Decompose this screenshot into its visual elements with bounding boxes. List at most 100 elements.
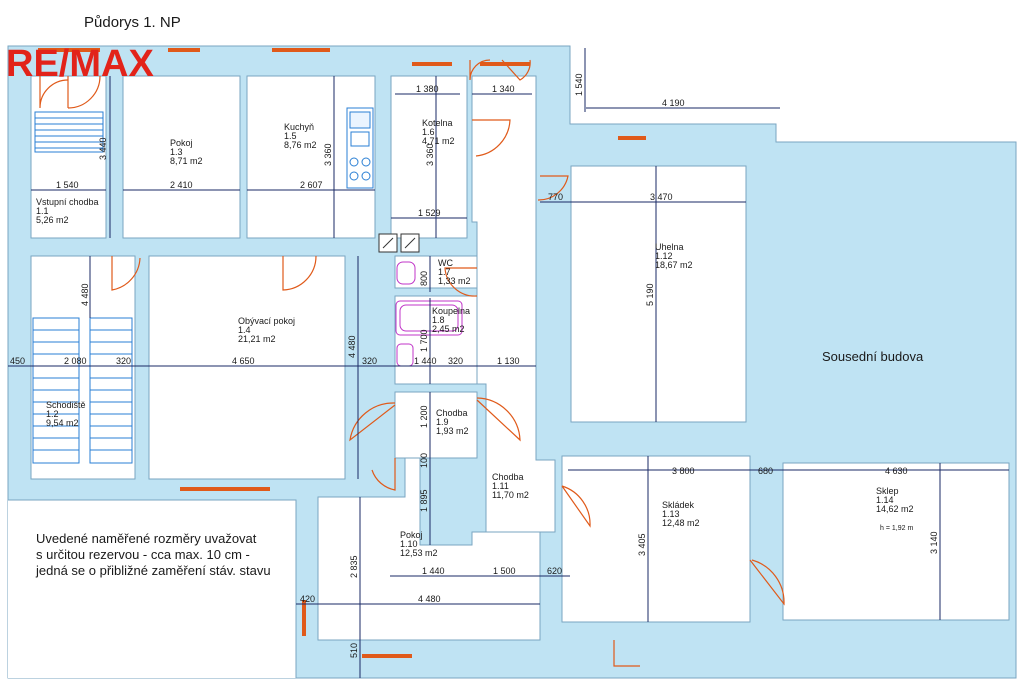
svg-text:1.1: 1.1: [36, 206, 49, 216]
svg-text:s určitou rezervou - cca max.: s určitou rezervou - cca max. 10 cm -: [36, 547, 250, 562]
room-label-1-1: Vstupní chodba 1.1 5,26 m2: [36, 197, 99, 225]
dim-label: 680: [758, 466, 773, 476]
dim-label: 770: [548, 192, 563, 202]
room-1-10-interior: [317, 457, 541, 641]
svg-text:Kuchyň: Kuchyň: [284, 122, 314, 132]
dim-label: 1 540: [574, 73, 584, 96]
svg-text:1.4: 1.4: [238, 325, 251, 335]
dim-label: 3 800: [672, 466, 695, 476]
dimension-lines: [8, 48, 1009, 678]
svg-text:Pokoj: Pokoj: [400, 530, 423, 540]
dim-label: 4 650: [232, 356, 255, 366]
room-label-1-6: Kotelna 1.6 4,71 m2: [422, 118, 455, 146]
svg-text:Sklep: Sklep: [876, 486, 899, 496]
svg-text:Obývací pokoj: Obývací pokoj: [238, 316, 295, 326]
dim-label: 4 480: [347, 335, 357, 358]
remax-logo: RE/MAX: [6, 43, 154, 85]
room-1-13-interior: [561, 455, 751, 623]
dim-label: 5 190: [645, 283, 655, 306]
dim-label: 4 480: [80, 283, 90, 306]
svg-text:1.2: 1.2: [46, 409, 59, 419]
plan-title: Půdorys 1. NP: [84, 14, 181, 31]
dimension-labels: 1 380 1 340 1 540 4 190 3 440 1 540 2 41…: [10, 73, 939, 658]
dim-label: 1 700: [419, 329, 429, 352]
svg-text:1.7: 1.7: [438, 267, 451, 277]
svg-text:11,70 m2: 11,70 m2: [492, 490, 529, 500]
svg-text:5,26 m2: 5,26 m2: [36, 215, 69, 225]
room-label-1-11: Chodba 1.11 11,70 m2: [492, 472, 529, 500]
dim-label: 1 130: [497, 356, 520, 366]
svg-text:h = 1,92 m: h = 1,92 m: [880, 525, 913, 532]
svg-text:1.5: 1.5: [284, 131, 297, 141]
dim-label: 3 440: [98, 137, 108, 160]
doors: [39, 59, 785, 667]
room-1-4-interior: [148, 255, 346, 480]
room-label-1-5: Kuchyň 1.5 8,76 m2: [284, 122, 317, 150]
measurement-note: Uvedené naměřené rozměry uvažovat s urči…: [35, 531, 271, 578]
svg-text:1.13: 1.13: [662, 509, 680, 519]
room-1-3-interior: [122, 75, 241, 239]
staircase: [32, 111, 133, 464]
dim-label: 320: [116, 356, 131, 366]
svg-text:WC: WC: [438, 258, 453, 268]
svg-text:Uvedené naměřené rozměry uvažo: Uvedené naměřené rozměry uvažovat: [36, 531, 257, 546]
dim-label: 2 410: [170, 180, 193, 190]
room-1-6-interior: [390, 75, 468, 239]
svg-text:1.12: 1.12: [655, 251, 673, 261]
dim-label: 320: [448, 356, 463, 366]
svg-text:Pokoj: Pokoj: [170, 138, 193, 148]
room-labels: Vstupní chodba 1.1 5,26 m2 Schodiště 1.2…: [36, 118, 914, 558]
dim-label: 510: [349, 643, 359, 658]
dim-label: 420: [300, 594, 315, 604]
dim-label: 1 380: [416, 84, 439, 94]
dim-label: 620: [547, 566, 562, 576]
svg-text:Koupelna: Koupelna: [432, 306, 470, 316]
dim-label: 1 200: [419, 405, 429, 428]
svg-text:12,53 m2: 12,53 m2: [400, 548, 438, 558]
dim-label: 3 140: [929, 531, 939, 554]
svg-text:1.11: 1.11: [492, 481, 509, 491]
svg-text:1,33 m2: 1,33 m2: [438, 276, 471, 286]
room-1-12-interior: [570, 165, 747, 423]
room-1-14-interior: [782, 462, 1010, 621]
room-1-11-interior: [471, 75, 556, 533]
dim-label: 1 440: [414, 356, 437, 366]
dim-label: 2 080: [64, 356, 87, 366]
svg-text:Kotelna: Kotelna: [422, 118, 453, 128]
svg-text:8,71 m2: 8,71 m2: [170, 156, 203, 166]
room-label-1-9: Chodba 1.9 1,93 m2: [436, 408, 469, 436]
dim-label: 4 190: [662, 98, 685, 108]
svg-text:9,54 m2: 9,54 m2: [46, 418, 79, 428]
dim-label: 320: [362, 356, 377, 366]
neighbor-building-label: Sousední budova: [822, 349, 924, 364]
svg-text:1.10: 1.10: [400, 539, 418, 549]
dim-label: 100: [419, 453, 429, 468]
dim-label: 3 405: [637, 533, 647, 556]
room-label-1-13: Skládek 1.13 12,48 m2: [662, 500, 700, 528]
dim-label: 450: [10, 356, 25, 366]
dim-label: 1 340: [492, 84, 515, 94]
svg-text:8,76 m2: 8,76 m2: [284, 140, 317, 150]
svg-text:2,45 m2: 2,45 m2: [432, 324, 465, 334]
svg-text:14,62 m2: 14,62 m2: [876, 504, 914, 514]
kitchen-fixtures: [346, 107, 374, 189]
dim-label: 2 835: [349, 555, 359, 578]
svg-text:1.8: 1.8: [432, 315, 445, 325]
dim-label: 1 500: [493, 566, 516, 576]
dim-label: 3 360: [323, 143, 333, 166]
svg-text:Vstupní chodba: Vstupní chodba: [36, 197, 99, 207]
room-label-1-14: Sklep 1.14 14,62 m2 h = 1,92 m: [876, 486, 914, 532]
dim-label: 4 480: [418, 594, 441, 604]
room-label-1-3: Pokoj 1.3 8,71 m2: [170, 138, 203, 166]
dim-label: 4 630: [885, 466, 908, 476]
svg-text:Uhelna: Uhelna: [655, 242, 684, 252]
room-label-1-2: Schodiště 1.2 9,54 m2: [46, 400, 86, 428]
dim-label: 1 540: [56, 180, 79, 190]
dim-label: 2 607: [300, 180, 323, 190]
room-label-1-8: Koupelna 1.8 2,45 m2: [432, 306, 470, 334]
dim-label: 1 440: [422, 566, 445, 576]
svg-text:1.6: 1.6: [422, 127, 435, 137]
room-1-9-interior: [394, 391, 478, 459]
room-label-1-7: WC 1.7 1,33 m2: [438, 258, 471, 286]
